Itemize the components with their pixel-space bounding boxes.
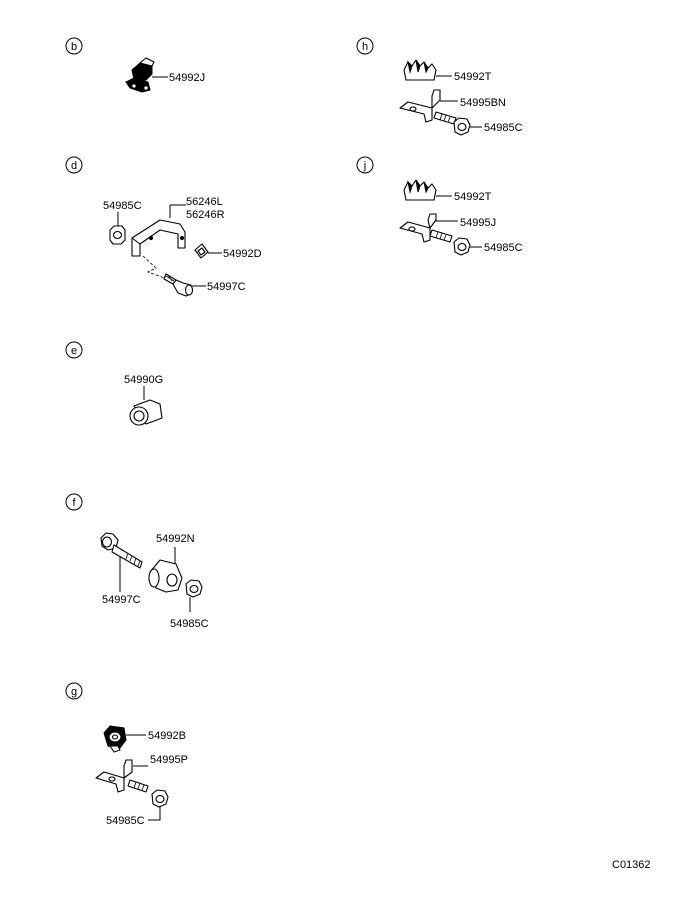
part-54985C-nut <box>109 225 126 245</box>
label-54985C-j: 54985C <box>484 242 523 254</box>
label-54995BN: 54995BN <box>460 97 506 109</box>
part-54995P-bracket <box>95 759 149 793</box>
label-54992B: 54992B <box>148 730 186 742</box>
label-54992T-j: 54992T <box>454 191 492 203</box>
section-marker-h <box>356 37 374 55</box>
section-letter-e: e <box>71 345 77 357</box>
section-letter-j: j <box>363 160 366 172</box>
label-54995J: 54995J <box>460 217 496 229</box>
section-d: d 54985C 56246L 56246R 54992D <box>65 156 262 297</box>
section-g: g 54992B 54995P 54985C <box>65 682 188 827</box>
section-b: b 54992J <box>65 37 205 93</box>
section-marker-b <box>65 37 83 55</box>
part-54992B-clip <box>103 725 127 753</box>
label-54995P: 54995P <box>150 754 188 766</box>
part-54990G-collar <box>129 399 163 426</box>
section-letter-d: d <box>71 160 77 172</box>
section-marker-e <box>65 341 83 359</box>
section-j: j 54992T 54995J 54985C <box>356 156 523 256</box>
label-54985C-d: 54985C <box>103 200 142 212</box>
part-54985C-nut-j <box>453 237 471 256</box>
label-54997C-f: 54997C <box>102 594 141 606</box>
part-54995J-bracket <box>399 213 453 243</box>
label-54992D: 54992D <box>223 248 262 260</box>
section-marker-d <box>65 156 83 174</box>
section-marker-j <box>356 156 374 174</box>
part-54992T-clip-j <box>403 179 437 201</box>
label-56246R: 56246R <box>186 209 225 221</box>
section-letter-h: h <box>362 41 368 53</box>
section-e: e 54990G <box>65 341 163 426</box>
part-56246-bracket <box>131 219 186 257</box>
label-54997C-d: 54997C <box>207 281 246 293</box>
part-54997C-bolt <box>163 273 194 297</box>
part-54992T-clip-h <box>403 59 437 81</box>
part-54992N-bracket <box>148 559 183 593</box>
part-54992J-clip <box>125 57 155 93</box>
section-letter-f: f <box>72 497 76 509</box>
section-marker-f <box>65 493 83 511</box>
part-54985C-nut-g <box>151 789 169 808</box>
part-54995BN-bracket <box>399 89 457 125</box>
label-54990G: 54990G <box>124 374 163 386</box>
section-letter-b: b <box>71 41 77 53</box>
part-54992D-clip <box>194 243 209 259</box>
label-56246L: 56246L <box>186 196 223 208</box>
section-f: f 54997C 54992N 54985C <box>65 493 209 630</box>
label-54985C-h: 54985C <box>484 122 523 134</box>
section-marker-g <box>65 682 83 700</box>
label-54985C-f: 54985C <box>170 618 209 630</box>
part-54985C-nut-f <box>185 579 203 598</box>
label-54992N: 54992N <box>156 533 195 545</box>
part-54997C-bolt-f <box>100 532 143 569</box>
section-h: h 54992T 54995BN 54985C <box>356 37 523 136</box>
part-54985C-nut-h <box>453 117 471 136</box>
label-54992T-h: 54992T <box>454 71 492 83</box>
section-letter-g: g <box>71 686 77 698</box>
label-54992J: 54992J <box>169 72 205 84</box>
label-54985C-g: 54985C <box>106 815 145 827</box>
diagram-code: C01362 <box>612 859 651 871</box>
